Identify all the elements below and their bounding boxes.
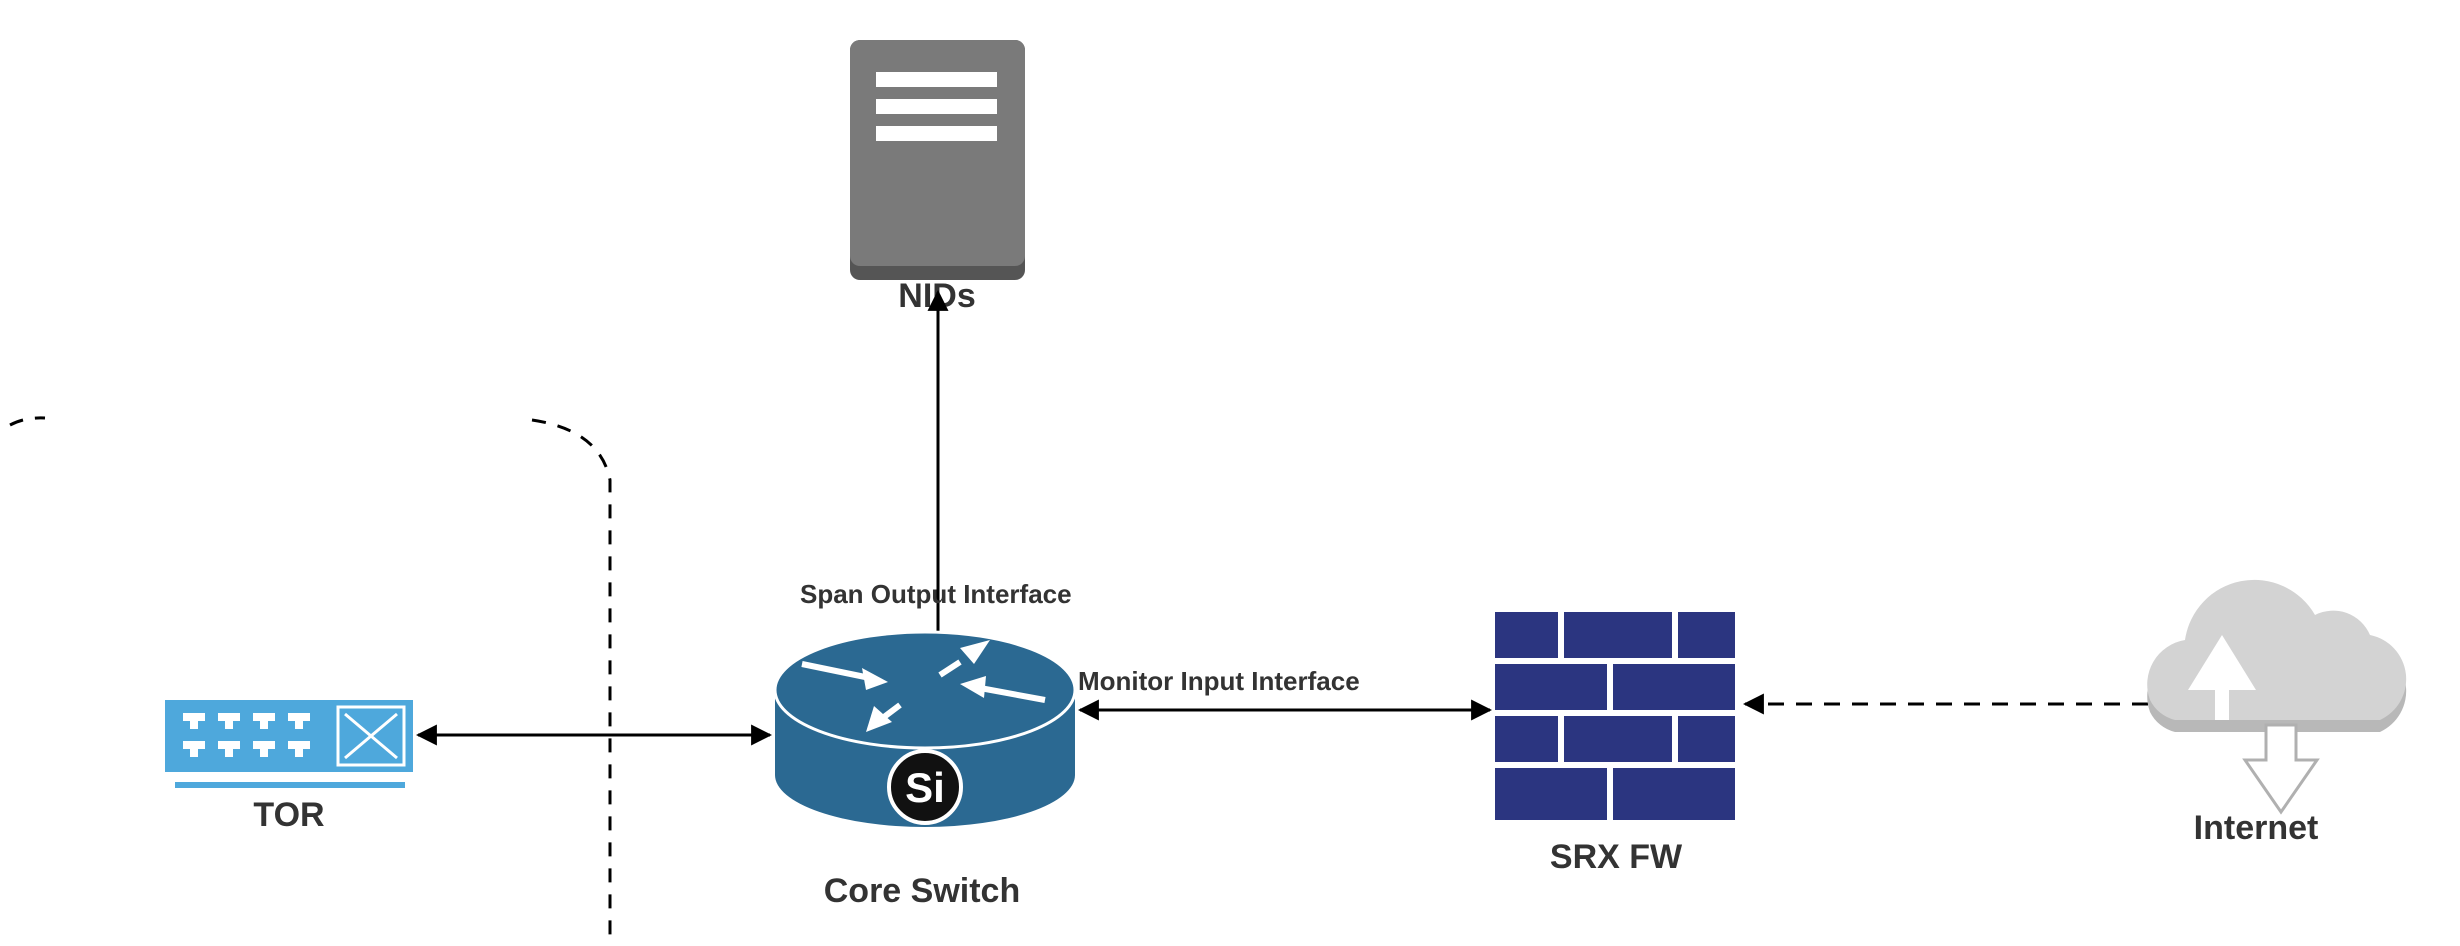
network-switch-icon xyxy=(165,700,413,788)
cloud-icon xyxy=(2147,579,2407,815)
internet-label: Internet xyxy=(2194,809,2319,847)
firewall-icon xyxy=(1495,610,1735,825)
server-icon xyxy=(850,40,1025,280)
upload-arrow-icon xyxy=(2188,635,2256,720)
si-badge: Si xyxy=(887,749,963,825)
download-arrow-icon xyxy=(2242,723,2320,815)
srx-fw-label: SRX FW xyxy=(1550,838,1683,876)
dashed-boundary xyxy=(9,416,612,946)
svg-text:Si: Si xyxy=(905,764,945,811)
core-switch-label: Core Switch xyxy=(824,872,1020,910)
srx-fw-node[interactable]: SRX FW xyxy=(1495,610,1735,876)
monitor-input-label: Monitor Input Interface xyxy=(1078,666,1360,696)
tor-label: TOR xyxy=(253,796,324,834)
tor-node[interactable]: TOR xyxy=(165,700,413,834)
internet-node[interactable]: Internet xyxy=(2147,579,2407,847)
nids-node[interactable]: NIDs xyxy=(850,40,1025,315)
span-output-label: Span Output Interface xyxy=(800,579,1072,609)
core-switch-node[interactable]: Si Core Switch xyxy=(773,630,1077,910)
